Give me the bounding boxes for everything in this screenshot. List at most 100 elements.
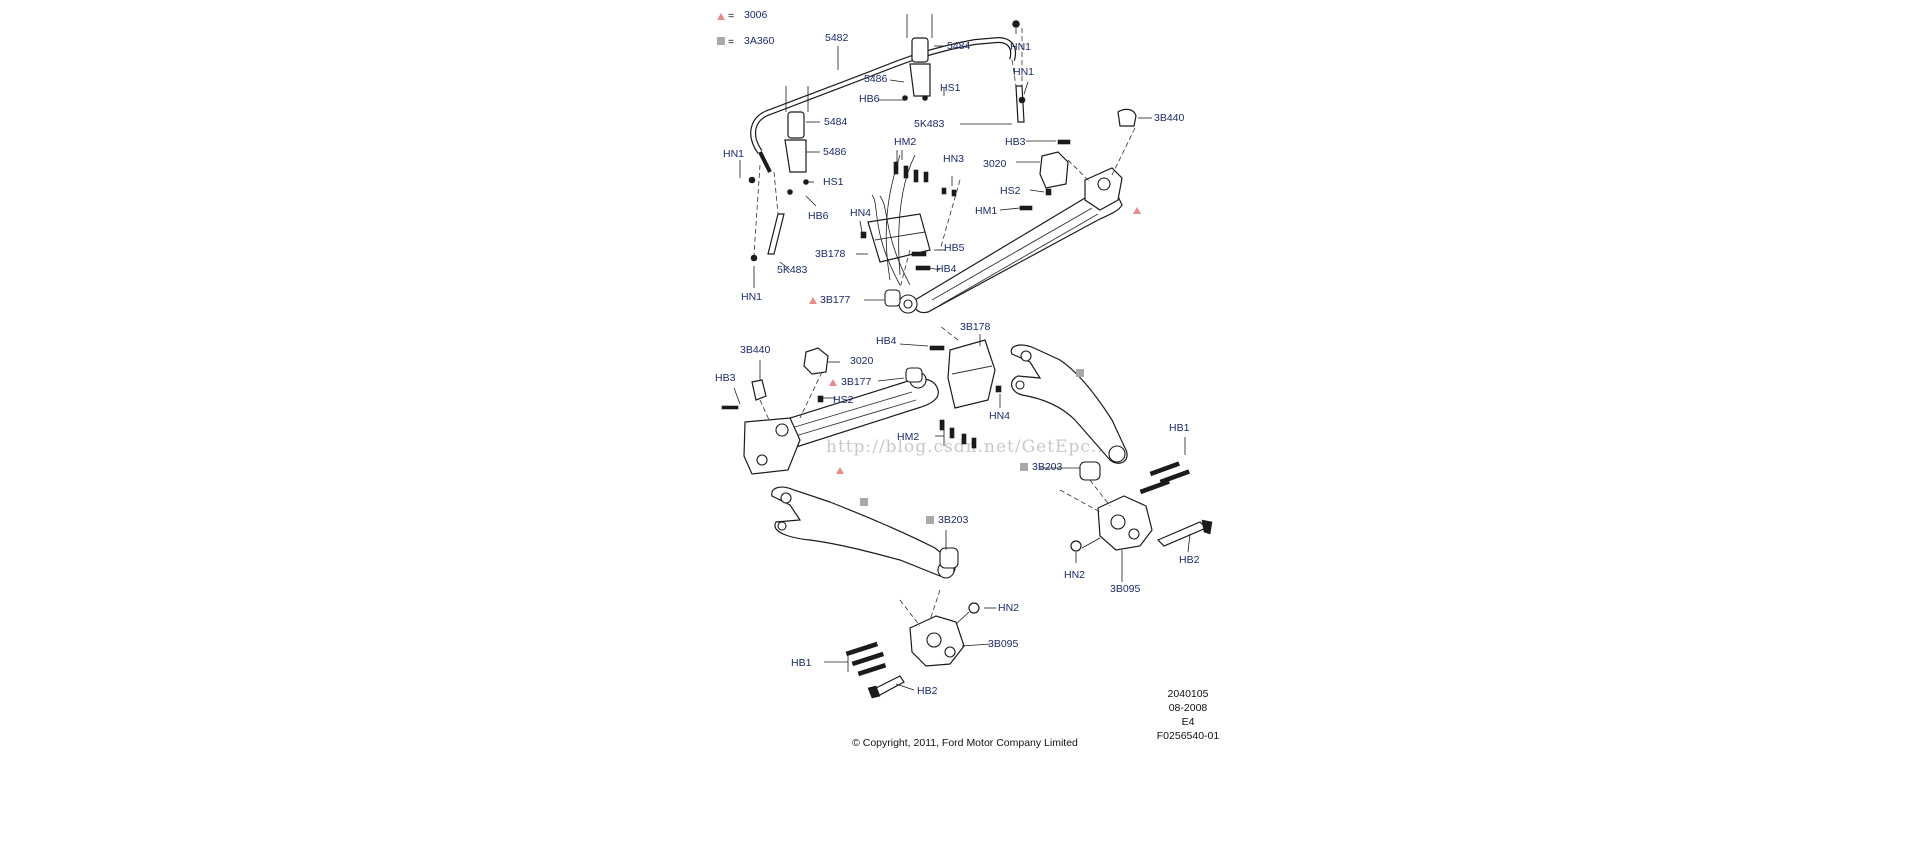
- legend-square-marker: [717, 37, 725, 45]
- bushing-5484-upper: [911, 37, 929, 63]
- callout-hb6: HB6: [808, 210, 829, 222]
- triangle-marker: [1133, 207, 1141, 214]
- link-5k483-upper: [1015, 85, 1025, 123]
- callout-hb3: HB3: [715, 372, 736, 384]
- callout-hb2: HB2: [1179, 554, 1200, 566]
- callout-5484: 5484: [824, 116, 848, 128]
- callout-hm2: HM2: [897, 431, 919, 443]
- callout-hb2: HB2: [917, 685, 938, 697]
- callout-hn3: HN3: [943, 153, 964, 165]
- copyright-notice: © Copyright, 2011, Ford Motor Company Li…: [852, 737, 1078, 749]
- callout-hn1: HN1: [741, 291, 762, 303]
- watermark-text: http://blog.csdn.net/GetEpc...: [826, 437, 1110, 457]
- callout-5k483: 5K483: [914, 118, 945, 130]
- callout-labels: HN1 5482 5484 HN1 5486 HS1 HB6 5K483 HN1…: [715, 32, 1200, 697]
- bracket-5486-lower: [784, 139, 807, 173]
- callout-3b203: 3B203: [1032, 461, 1063, 473]
- nut-hn2-right: [1070, 540, 1082, 552]
- legend-equals: =: [728, 36, 734, 48]
- arm-end-bracket-lower: [743, 417, 801, 475]
- nut-set-hn3: [941, 187, 957, 197]
- square-marker: [860, 498, 868, 506]
- triangle-marker: [836, 467, 844, 474]
- bolt-set-hb1-right: [1139, 461, 1190, 495]
- figure-number: F0256540-01: [1157, 730, 1220, 742]
- callout-hn1: HN1: [723, 148, 744, 160]
- callout-5482: 5482: [825, 32, 849, 44]
- callout-3b178: 3B178: [815, 248, 846, 260]
- bar-end-arm-left: [758, 151, 772, 173]
- mount-3b440-lower: [751, 379, 767, 401]
- callout-hs2: HS2: [1000, 185, 1021, 197]
- callout-hs1: HS1: [823, 176, 844, 188]
- callout-hb4: HB4: [876, 335, 897, 347]
- drawing-info-block: 2040105 08-2008 E4 F0256540-01: [1157, 688, 1220, 742]
- legend: = 3006 = 3A360: [717, 9, 775, 48]
- callout-hn2: HN2: [1064, 569, 1085, 581]
- callout-hm2: HM2: [894, 136, 916, 148]
- callout-hn1: HN1: [1013, 66, 1034, 78]
- legend-code-3a360: 3A360: [744, 35, 775, 47]
- bracket-5486-upper: [909, 63, 931, 97]
- leader-lines: [733, 28, 1191, 691]
- callout-hn1: HN1: [1010, 41, 1031, 53]
- legend-equals: =: [728, 10, 734, 22]
- bushing-3b177-lower: [905, 367, 923, 383]
- callout-5k483: 5K483: [777, 264, 808, 276]
- legend-triangle-marker: [717, 13, 725, 20]
- callout-hb3: HB3: [1005, 136, 1026, 148]
- callout-3020: 3020: [983, 158, 1007, 170]
- drawing-code: E4: [1182, 716, 1195, 728]
- callout-hn4: HN4: [850, 207, 871, 219]
- bracket-3b178-lower: [947, 339, 996, 409]
- bushing-5484-lower: [787, 111, 805, 139]
- bushing-3020-upper: [1039, 151, 1069, 189]
- triangle-marker: [809, 297, 817, 304]
- bolt-set-hb1-left: [845, 641, 887, 677]
- square-marker: [1020, 463, 1028, 471]
- callout-hm1: HM1: [975, 205, 997, 217]
- markers: [809, 207, 1141, 524]
- callout-3b177: 3B177: [820, 294, 851, 306]
- callout-hb4: HB4: [936, 263, 957, 275]
- callout-5486: 5486: [823, 146, 847, 158]
- callout-3b178: 3B178: [960, 321, 991, 333]
- drawing-number: 2040105: [1168, 688, 1209, 700]
- callout-3b095: 3B095: [1110, 583, 1141, 595]
- bolt-set-hm2-upper: [893, 161, 929, 183]
- nut-hn2-left: [968, 602, 980, 614]
- callout-3b203: 3B203: [938, 514, 969, 526]
- callout-3b440: 3B440: [740, 344, 771, 356]
- bushing-3b203-right: [1079, 461, 1101, 481]
- square-marker: [926, 516, 934, 524]
- callout-3b177: 3B177: [841, 376, 872, 388]
- callout-5486: 5486: [864, 73, 888, 85]
- control-arm-right: [1010, 344, 1128, 464]
- upper-trailing-arm-assembly: [860, 108, 1137, 314]
- callout-3b440: 3B440: [1154, 112, 1185, 124]
- callout-hb1: HB1: [1169, 422, 1190, 434]
- callout-hb5: HB5: [944, 242, 965, 254]
- left-control-arm-assembly: [771, 486, 980, 699]
- callout-hn4: HN4: [989, 410, 1010, 422]
- callout-hs1: HS1: [940, 82, 961, 94]
- bushing-3b177-upper: [884, 289, 901, 307]
- right-control-arm-assembly: [1010, 344, 1213, 552]
- lower-trailing-arm-assembly: [721, 325, 1002, 475]
- square-marker: [1076, 369, 1084, 377]
- bushing-3b203-left: [939, 547, 959, 569]
- bushing-3020-lower: [803, 347, 829, 375]
- link-5k483-lower: [767, 213, 785, 255]
- stabilizer-bar-assembly: [748, 14, 1026, 262]
- mount-3b440-upper: [1117, 108, 1137, 127]
- callout-hs2: HS2: [833, 394, 854, 406]
- callout-hb6: HB6: [859, 93, 880, 105]
- callout-hb1: HB1: [791, 657, 812, 669]
- legend-code-3006: 3006: [744, 9, 768, 21]
- bolt-hb2-right: [1156, 521, 1208, 547]
- triangle-marker: [829, 379, 837, 386]
- callout-hn2: HN2: [998, 602, 1019, 614]
- callout-3020: 3020: [850, 355, 874, 367]
- drawing-date: 08-2008: [1169, 702, 1208, 714]
